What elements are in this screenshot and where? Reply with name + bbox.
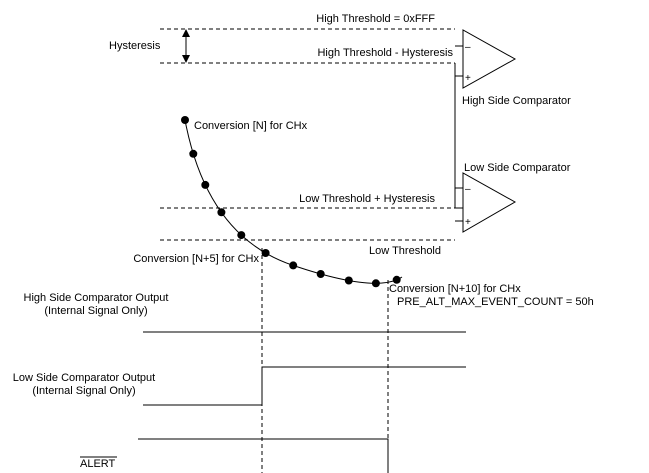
- conversion-sample-dot: [261, 249, 270, 257]
- low-output-label-line2: (Internal Signal Only): [32, 385, 135, 397]
- low-output-label-line1: Low Side Comparator Output: [13, 372, 155, 384]
- conversion-sample-dot: [237, 231, 246, 240]
- high-comparator-plus: +: [465, 73, 471, 84]
- low-side-comparator: [455, 172, 517, 233]
- low-output-signal: [143, 366, 466, 406]
- conversion-n10-label: Conversion [N+10] for CHx: [389, 283, 521, 295]
- low-comparator-label: Low Side Comparator: [464, 162, 571, 174]
- low-comparator-plus: +: [465, 217, 471, 228]
- conversion-sample-dot: [316, 270, 325, 278]
- low-comparator-minus: –: [465, 184, 471, 195]
- conversion-sample-dot: [344, 276, 353, 285]
- high-threshold-label: High Threshold = 0xFFF: [316, 13, 435, 25]
- conversion-sample-points: [181, 116, 401, 288]
- conversion-n5-label: Conversion [N+5] for CHx: [133, 253, 259, 265]
- high-side-comparator: [454, 29, 517, 209]
- conversion-n-label: Conversion [N] for CHx: [194, 120, 308, 132]
- low-threshold-label: Low Threshold: [369, 245, 441, 257]
- conversion-sample-dot: [289, 261, 298, 270]
- high-minus-hysteresis-label: High Threshold - Hysteresis: [317, 47, 453, 59]
- hysteresis-label: Hysteresis: [109, 40, 161, 52]
- event-count-label: PRE_ALT_MAX_EVENT_COUNT = 50h: [397, 296, 594, 308]
- high-comparator-label: High Side Comparator: [462, 95, 571, 107]
- conversion-sample-dot: [217, 208, 226, 217]
- conversion-sample-dot: [201, 180, 210, 189]
- high-output-label-line2: (Internal Signal Only): [44, 305, 147, 317]
- conversion-sample-dot: [181, 116, 189, 124]
- high-comparator-minus: –: [465, 42, 471, 53]
- alert-signal: [138, 438, 389, 473]
- low-plus-hysteresis-label: Low Threshold + Hysteresis: [299, 193, 435, 205]
- alert-label: ALERT: [80, 458, 116, 470]
- high-output-label-line1: High Side Comparator Output: [24, 292, 169, 304]
- conversion-sample-dot: [392, 275, 401, 284]
- conversion-sample-dot: [371, 279, 380, 288]
- hysteresis-arrow: [182, 29, 190, 63]
- conversion-sample-dot: [189, 149, 198, 158]
